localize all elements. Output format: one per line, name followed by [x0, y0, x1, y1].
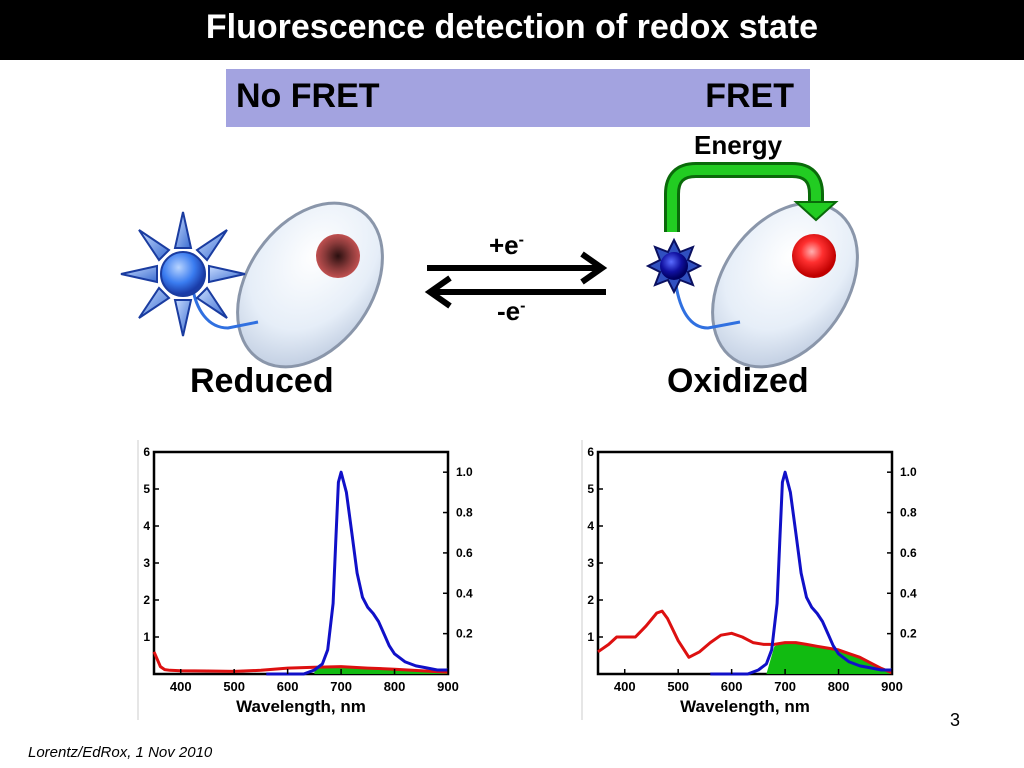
fret-label: FRET [705, 77, 794, 115]
y-tick-label-right: 0.6 [456, 546, 473, 560]
absorbance-trace-line [152, 651, 449, 674]
title-bar: Fluorescence detection of redox state [0, 0, 1024, 60]
y-tick-label-right: 0.2 [456, 627, 473, 641]
electron-loss-label: -e- [497, 296, 526, 326]
y-tick-label-right: 0.4 [456, 586, 473, 600]
reduced-label: Reduced [190, 362, 334, 400]
y-tick-label-left: 1 [587, 630, 594, 644]
emission-trace-line [266, 470, 448, 676]
x-tick-label: 800 [828, 679, 850, 694]
y-tick-label-left: 5 [587, 482, 594, 496]
plot-frame [152, 450, 450, 676]
x-tick-label: 700 [330, 679, 352, 694]
y-tick-label-left: 2 [143, 593, 150, 607]
x-tick-label: 900 [437, 679, 459, 694]
credit-line: Lorentz/EdRox, 1 Nov 2010 [28, 744, 213, 761]
x-tick-label: 500 [667, 679, 689, 694]
y-tick-label-right: 1.0 [900, 465, 917, 479]
plot-frame [596, 450, 894, 676]
quencher-dot-icon [316, 234, 360, 278]
oxidized-label: Oxidized [667, 362, 809, 400]
x-axis-label: Wavelength, nm [236, 697, 366, 716]
y-tick-label-left: 6 [143, 445, 150, 459]
energy-transfer-arrow-icon [664, 162, 839, 232]
y-tick-label-left: 5 [143, 482, 150, 496]
y-tick-label-right: 1.0 [456, 465, 473, 479]
no-fret-label: No FRET [236, 77, 380, 115]
y-tick-label-left: 3 [143, 556, 150, 570]
page-number: 3 [950, 710, 961, 730]
absorbance-trace-line [597, 609, 893, 675]
y-tick-label-left: 4 [587, 519, 594, 533]
fluorophore-star-icon [645, 237, 703, 295]
emission-trace-line [710, 470, 892, 676]
x-tick-label: 400 [170, 679, 192, 694]
y-tick-label-left: 3 [587, 556, 594, 570]
fluorophore-star-icon [120, 211, 246, 337]
x-tick-label: 600 [277, 679, 299, 694]
x-axis-label: Wavelength, nm [680, 697, 810, 716]
x-tick-label: 800 [384, 679, 406, 694]
y-tick-label-left: 1 [143, 630, 150, 644]
y-tick-label-right: 0.4 [900, 586, 917, 600]
y-tick-label-right: 0.8 [456, 506, 473, 520]
oxidized-spectrum-chart: 400 500 600 700 800 900 1 2 3 4 5 6 0.2 0.4 0.6 0.8 1.0W… [581, 440, 917, 720]
electron-gain-label: +e- [489, 230, 524, 260]
y-tick-label-right: 0.6 [900, 546, 917, 560]
y-tick-label-left: 2 [587, 593, 594, 607]
linker-line [674, 284, 741, 330]
fret-banner: No FRET FRET [226, 69, 810, 127]
x-tick-label: 900 [881, 679, 903, 694]
x-tick-label: 600 [721, 679, 743, 694]
energy-label: Energy [694, 130, 783, 160]
y-tick-label-left: 6 [587, 445, 594, 459]
y-tick-label-right: 0.8 [900, 506, 917, 520]
y-tick-label-left: 4 [143, 519, 150, 533]
reduced-spectrum-chart: 400 500 600 700 800 900 1 2 3 4 5 6 0.2 0.4 0.6 0.8 1.0W… [137, 440, 473, 720]
quencher-dot-icon [792, 234, 836, 278]
y-tick-label-right: 0.2 [900, 627, 917, 641]
x-tick-label: 400 [614, 679, 636, 694]
x-tick-label: 700 [774, 679, 796, 694]
x-tick-label: 500 [223, 679, 245, 694]
slide-title: Fluorescence detection of redox state [205, 8, 819, 46]
equilibrium-arrows-icon [424, 251, 608, 309]
